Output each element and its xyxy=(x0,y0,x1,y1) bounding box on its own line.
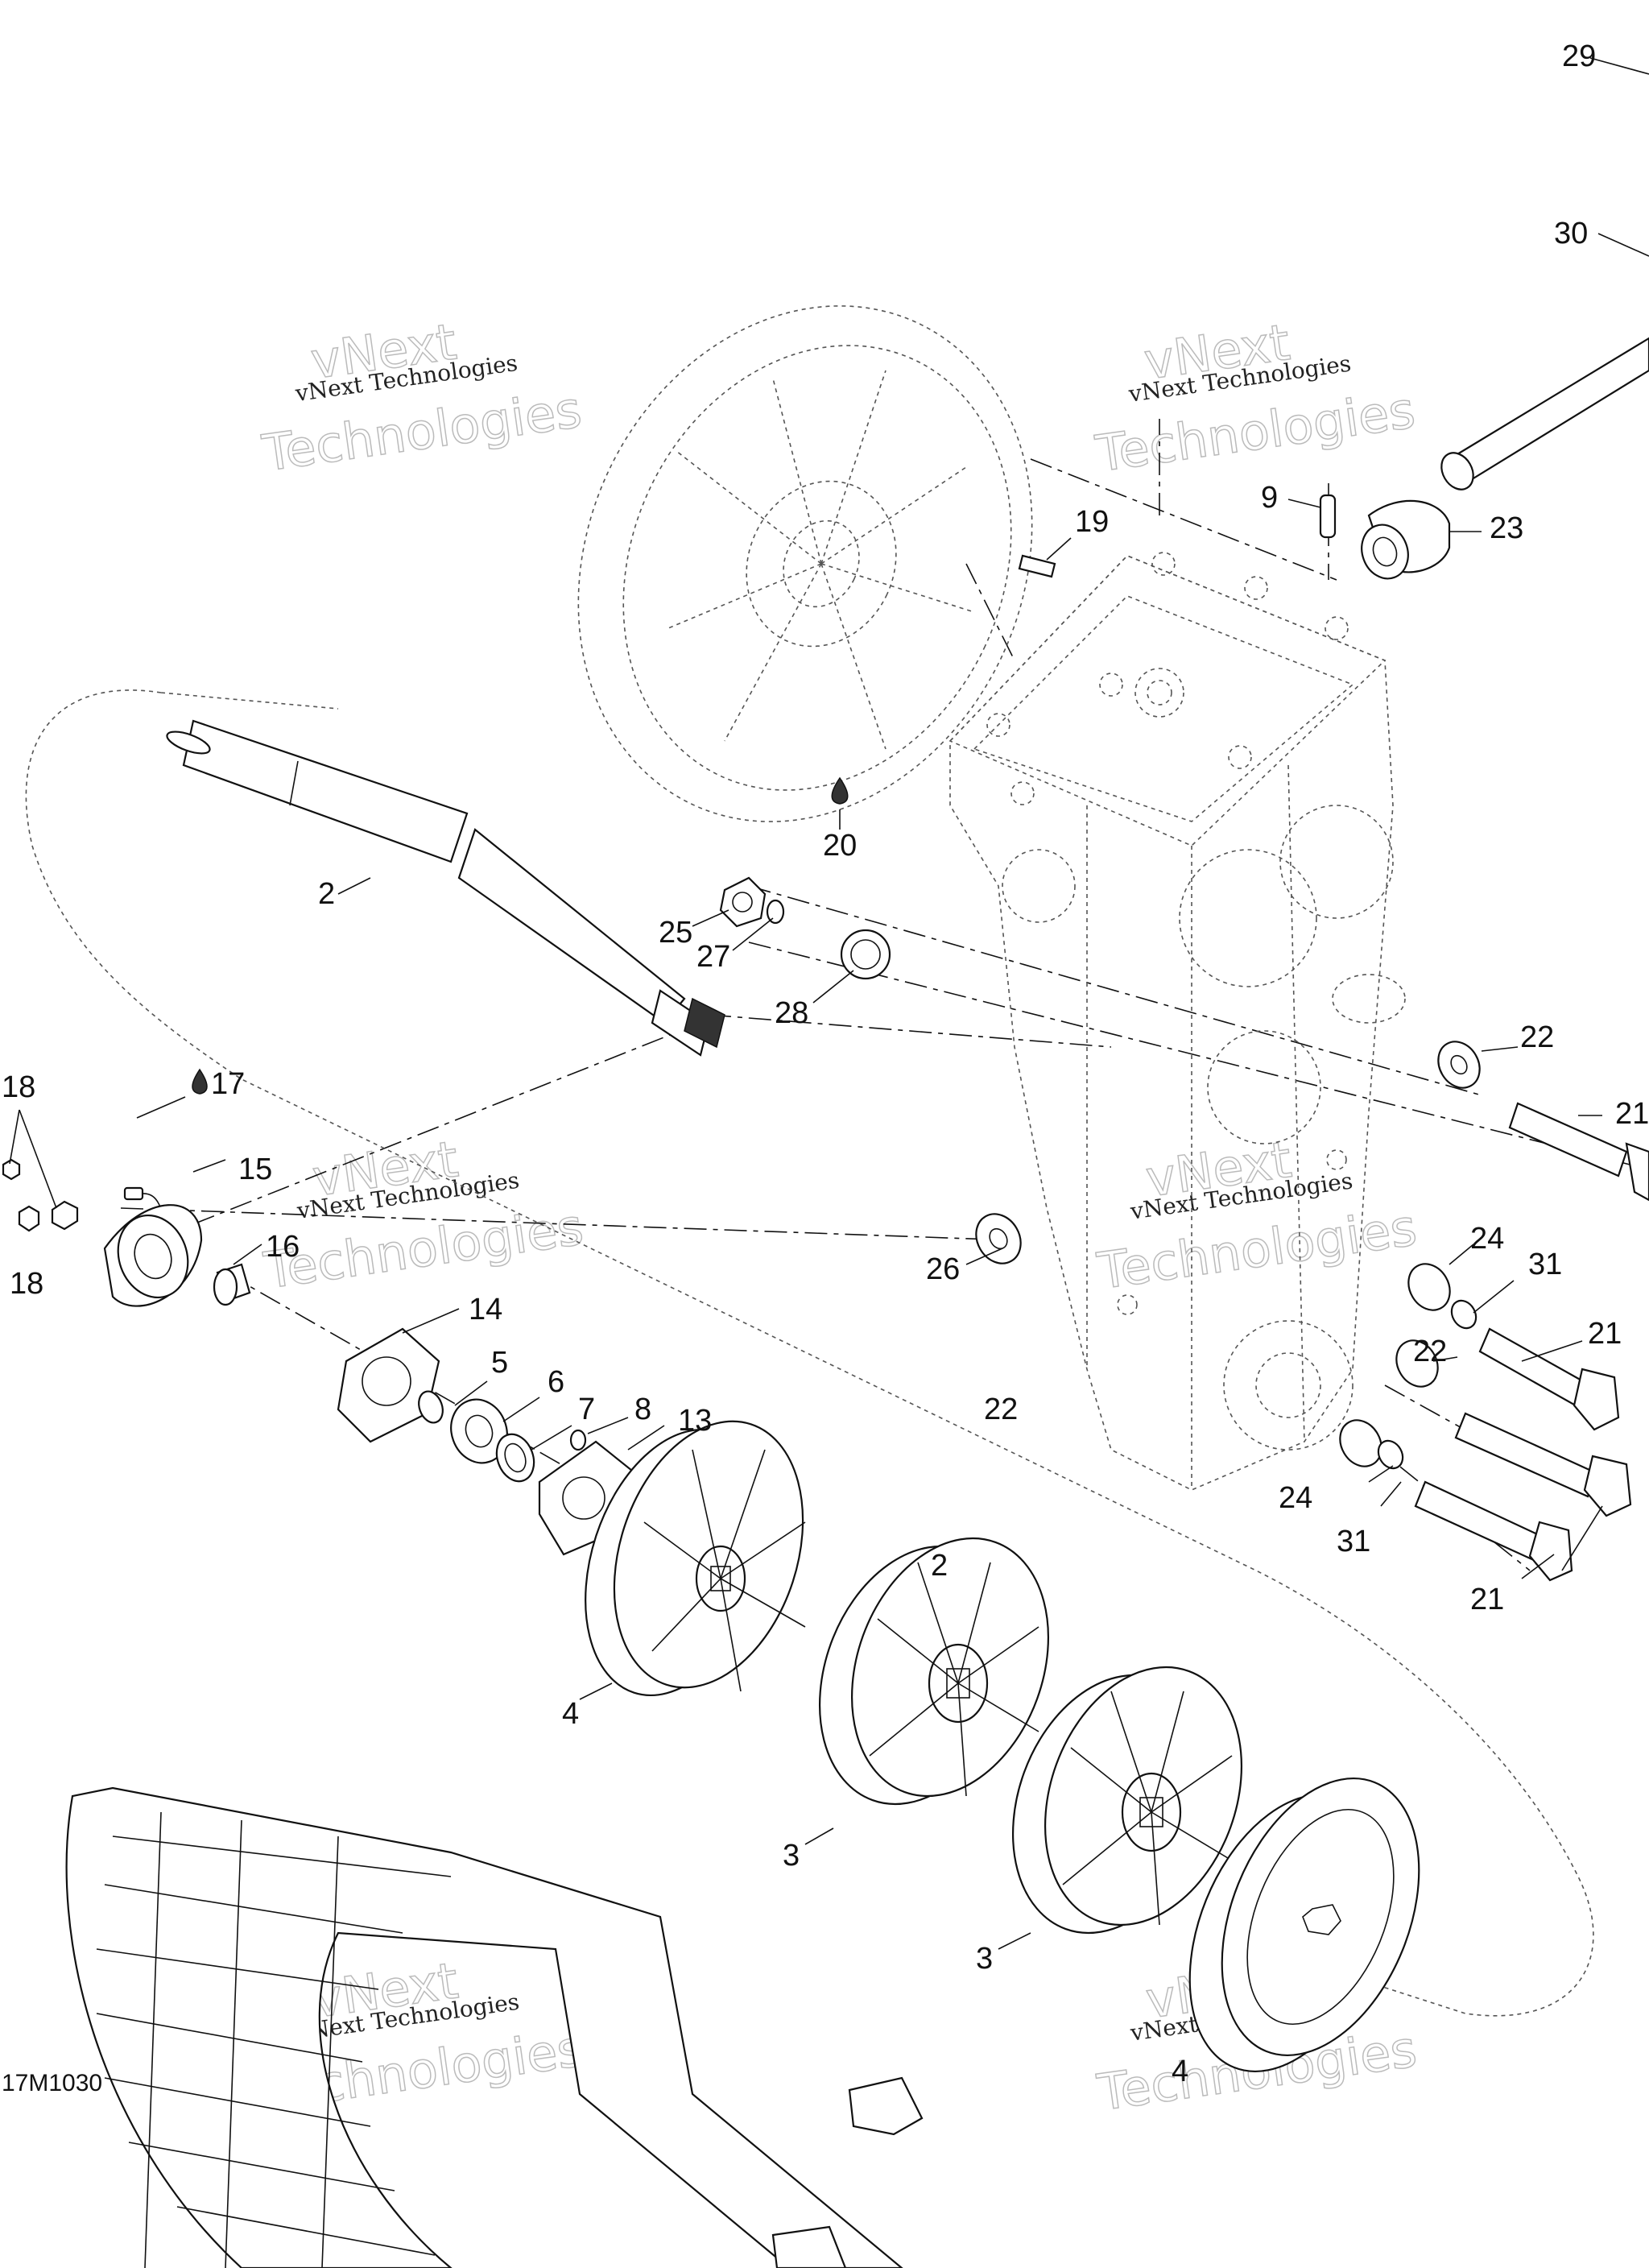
callout-8: 8 xyxy=(634,1393,651,1426)
callout-14: 14 xyxy=(469,1293,502,1326)
diagram-code: 17M1030 xyxy=(2,2070,102,2096)
callout-31-lower: 31 xyxy=(1337,1525,1370,1558)
callout-6: 6 xyxy=(548,1365,564,1399)
callout-18-upper: 18 xyxy=(2,1070,35,1104)
callout-21-upper: 21 xyxy=(1615,1097,1649,1131)
track-clip-a xyxy=(848,2076,924,2136)
part-28-gear xyxy=(840,929,891,980)
callout-3-right: 3 xyxy=(976,1942,993,1976)
callout-25: 25 xyxy=(659,916,692,950)
part-8-oring xyxy=(569,1429,587,1451)
callout-21-lower: 21 xyxy=(1470,1583,1504,1616)
part-4-outer-wheel-right xyxy=(1188,1777,1420,2073)
part-31-lockwasher-a xyxy=(1450,1299,1477,1330)
drive-pulley-ghost xyxy=(577,305,1033,822)
watermark-top-left: vNext Technologies vNext Technologies xyxy=(258,312,585,484)
callout-9: 9 xyxy=(1261,481,1278,515)
callout-7: 7 xyxy=(578,1393,595,1426)
callout-26: 26 xyxy=(926,1252,960,1286)
part-19-key xyxy=(1018,554,1056,578)
callout-2-axle: 2 xyxy=(318,877,335,911)
callout-30: 30 xyxy=(1554,217,1588,250)
oil-drop-icon xyxy=(192,1068,208,1095)
callout-21-mid: 21 xyxy=(1588,1317,1622,1351)
part-3-sprocket-right xyxy=(1011,1666,1243,1935)
part-21-bolt-upper xyxy=(1508,1102,1649,1202)
part-27-ring xyxy=(766,899,785,925)
part-3-sprocket-middle xyxy=(818,1537,1050,1806)
callout-22-lower: 22 xyxy=(1413,1335,1447,1368)
callout-19: 19 xyxy=(1075,505,1109,539)
callout-20: 20 xyxy=(823,829,857,863)
part-24-washer-a xyxy=(1407,1263,1451,1311)
track-clip-b xyxy=(771,2225,847,2268)
callout-15: 15 xyxy=(238,1153,272,1186)
callout-27: 27 xyxy=(696,940,730,974)
part-21-bolt-bottom xyxy=(1414,1480,1573,1582)
part-21-bolt-lower xyxy=(1454,1412,1632,1517)
callout-29: 29 xyxy=(1562,39,1596,73)
part-22-washer-upper xyxy=(1437,1041,1481,1089)
callouts: 29 30 9 19 23 20 2 25 27 28 22 21 18 17 … xyxy=(2,39,1649,2088)
part-9-pin xyxy=(1319,494,1337,539)
part-18-nut-b xyxy=(2,1158,21,1181)
callout-5: 5 xyxy=(491,1346,508,1380)
callout-28: 28 xyxy=(775,996,808,1030)
callout-31-upper: 31 xyxy=(1528,1248,1562,1281)
callout-18-lower: 18 xyxy=(10,1267,43,1301)
callout-24-lower: 24 xyxy=(1279,1481,1312,1515)
part-24-washer-b xyxy=(1339,1419,1382,1467)
part-6-bearing xyxy=(450,1398,508,1464)
part-31-lockwasher-b xyxy=(1377,1439,1404,1470)
part-14-plate xyxy=(337,1327,440,1443)
part-16-bushing xyxy=(213,1263,251,1306)
part-25-nut xyxy=(719,876,767,928)
part-4-outer-sprocket-left xyxy=(585,1420,806,1697)
track-section xyxy=(65,1786,903,2268)
callout-4-left: 4 xyxy=(562,1697,579,1731)
watermark-top-right: vNext Technologies vNext Technologies xyxy=(1091,312,1419,484)
part-15-bearing-housing xyxy=(103,1204,203,1307)
oil-drop-icon xyxy=(831,776,849,805)
part-18-nut-c xyxy=(18,1205,40,1232)
part-26-washer xyxy=(975,1213,1022,1264)
part-2-drive-axle xyxy=(166,719,725,1057)
leader-lines xyxy=(9,57,1649,1950)
callout-2-sprocket: 2 xyxy=(931,1549,948,1583)
part-21-bolt-mid xyxy=(1478,1327,1620,1431)
callout-23: 23 xyxy=(1490,511,1523,545)
callout-22-center: 22 xyxy=(984,1393,1018,1426)
part-18-nut-a xyxy=(51,1200,79,1231)
part-5-circlip xyxy=(418,1390,444,1424)
part-30-shaft xyxy=(1440,337,1649,490)
part-23-collar xyxy=(1361,499,1451,580)
callout-13: 13 xyxy=(678,1404,712,1438)
part-7-seal xyxy=(495,1433,535,1483)
chaincase-housing-ghost xyxy=(948,552,1406,1491)
callout-22-upper: 22 xyxy=(1520,1020,1554,1054)
track-belt-outline xyxy=(25,689,1594,2017)
callout-4-right: 4 xyxy=(1172,2055,1188,2088)
callout-16: 16 xyxy=(266,1230,300,1264)
callout-24-upper: 24 xyxy=(1470,1222,1504,1256)
callout-3-middle: 3 xyxy=(783,1839,800,1873)
part-22-washer-lower xyxy=(1395,1339,1439,1388)
callout-17: 17 xyxy=(211,1067,245,1101)
watermark-mid-right: vNext Technologies vNext Technologies xyxy=(1093,1129,1420,1302)
watermark-mid-left: vNext Technologies vNext Technologies xyxy=(259,1129,587,1302)
